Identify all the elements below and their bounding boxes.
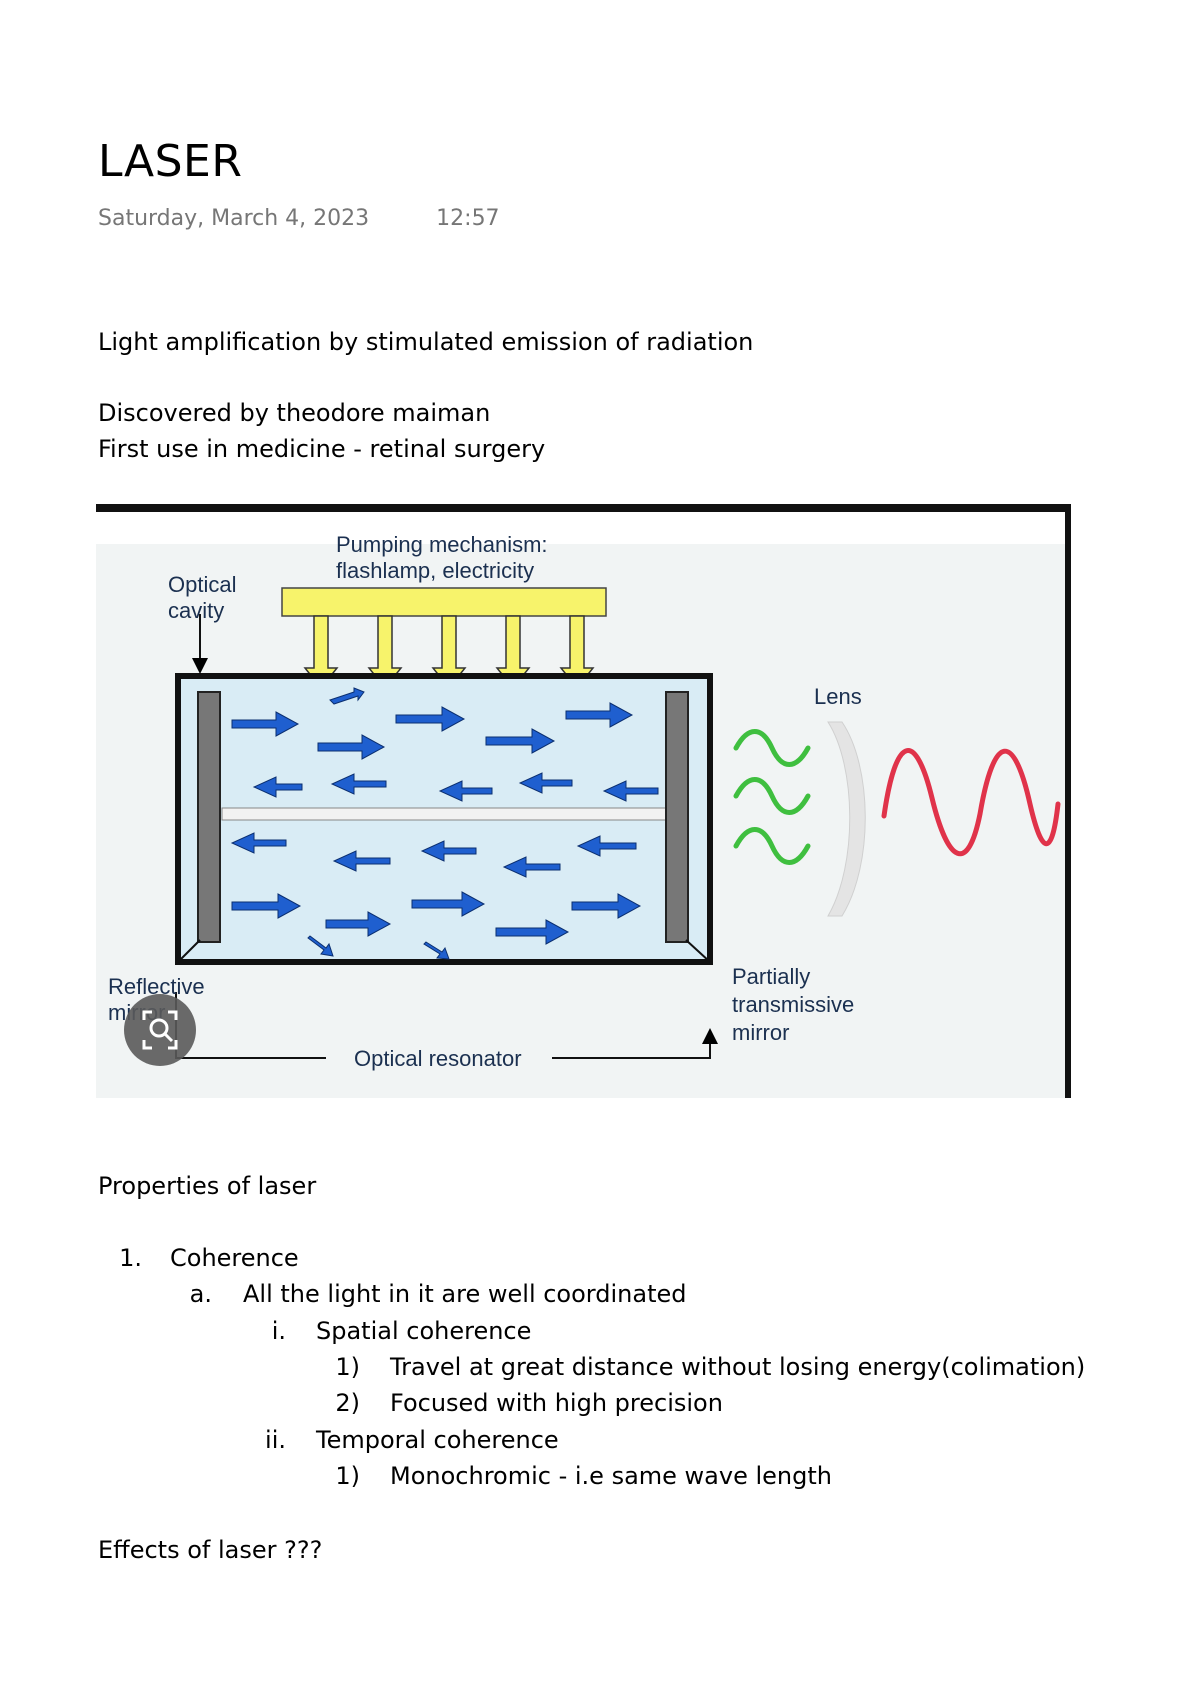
label-pumping-2: flashlamp, electricity — [336, 558, 534, 583]
list-marker: ii. — [265, 1426, 286, 1454]
label-cavity-1: Optical — [168, 572, 236, 597]
photon-arrows — [230, 687, 659, 960]
center-rod — [221, 807, 671, 821]
list-text: Travel at great distance without losing … — [390, 1353, 1086, 1381]
visual-search-icon[interactable] — [124, 994, 196, 1066]
label-resonator: Optical resonator — [354, 1046, 522, 1071]
list-marker: a. — [189, 1280, 212, 1308]
label-cavity-2: cavity — [168, 598, 224, 623]
list-text: Focused with high precision — [390, 1389, 723, 1417]
discovered-text: Discovered by theodore maiman — [98, 399, 491, 427]
diagram-top-border — [96, 504, 1071, 512]
list-marker: 1) — [335, 1462, 360, 1490]
list-marker: 2) — [335, 1389, 360, 1417]
flashlamp — [281, 587, 607, 617]
reflective-mirror — [197, 691, 221, 943]
lens-shape — [827, 721, 866, 917]
list-marker: 1. — [119, 1244, 142, 1272]
note-date: Saturday, March 4, 2023 — [98, 206, 370, 231]
list-text: Spatial coherence — [316, 1317, 532, 1345]
list-text: Temporal coherence — [316, 1426, 559, 1454]
first-use-text: First use in medicine - retinal surgery — [98, 435, 546, 463]
green-waves — [733, 729, 811, 865]
label-partial-1: Partially — [732, 964, 810, 989]
laser-diagram-svg: Pumping mechanism: flashlamp, electricit… — [96, 504, 1071, 1098]
label-partial-3: mirror — [732, 1020, 789, 1045]
list-marker: 1) — [335, 1353, 360, 1381]
label-lens: Lens — [814, 684, 862, 709]
note-title: LASER — [98, 136, 243, 187]
effects-heading: Effects of laser ??? — [98, 1536, 323, 1564]
diagram-right-border — [1065, 504, 1071, 1098]
list-marker: i. — [271, 1317, 286, 1345]
note-time: 12:57 — [436, 206, 500, 231]
definition-text: Light amplification by stimulated emissi… — [98, 328, 754, 356]
partial-mirror — [665, 691, 689, 943]
label-partial-2: transmissive — [732, 992, 854, 1017]
list-text: Coherence — [170, 1244, 299, 1272]
list-text: All the light in it are well coordinated — [243, 1280, 687, 1308]
note-meta: Saturday, March 4, 2023 12:57 — [98, 206, 500, 231]
red-wave — [881, 748, 1061, 857]
label-pumping-1: Pumping mechanism: — [336, 532, 548, 557]
list-text: Monochromic - i.e same wave length — [390, 1462, 832, 1490]
properties-heading: Properties of laser — [98, 1172, 317, 1200]
laser-diagram: Pumping mechanism: flashlamp, electricit… — [96, 504, 1071, 1098]
